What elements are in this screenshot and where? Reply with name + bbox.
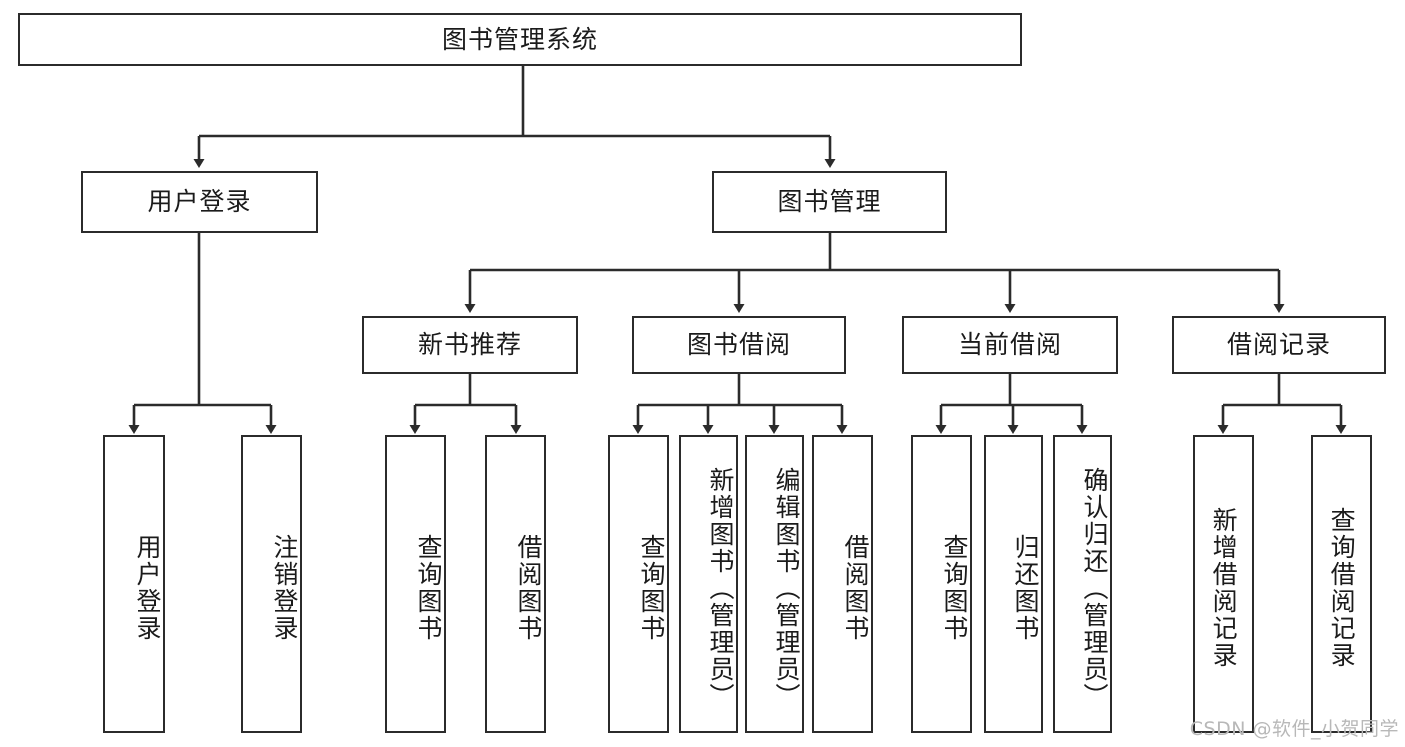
node-current-borrow[interactable]: 当前借阅	[902, 316, 1118, 374]
node-leaf-add-book-admin-label: 新增图书（管理员）	[706, 466, 735, 710]
node-leaf-edit-book-admin-label: 编辑图书（管理员）	[772, 466, 801, 710]
node-root-label: 图书管理系统	[441, 24, 598, 54]
node-book-management-label: 图书管理	[777, 187, 882, 216]
node-leaf-query-borrow-record-label: 查询借阅记录	[1327, 507, 1357, 669]
node-leaf-query-book-current-label: 查询图书	[940, 534, 969, 642]
node-current-borrow-label: 当前借阅	[957, 330, 1062, 359]
node-leaf-confirm-return-admin-label: 确认归还（管理员）	[1080, 466, 1109, 710]
node-leaf-add-borrow-record[interactable]: 新增借阅记录	[1193, 435, 1254, 733]
node-leaf-query-book-current[interactable]: 查询图书	[911, 435, 972, 733]
node-leaf-add-book-admin[interactable]: 新增图书（管理员）	[679, 435, 738, 733]
node-user-login-label: 用户登录	[147, 187, 252, 216]
node-leaf-query-book-recommend[interactable]: 查询图书	[385, 435, 446, 733]
node-user-login[interactable]: 用户登录	[81, 171, 318, 233]
node-new-book-recommend[interactable]: 新书推荐	[362, 316, 578, 374]
node-leaf-return-book[interactable]: 归还图书	[984, 435, 1043, 733]
node-leaf-borrow-book[interactable]: 借阅图书	[812, 435, 873, 733]
node-leaf-user-login-label: 用户登录	[133, 534, 162, 642]
node-leaf-confirm-return-admin[interactable]: 确认归还（管理员）	[1053, 435, 1112, 733]
node-leaf-add-borrow-record-label: 新增借阅记录	[1209, 507, 1239, 669]
node-new-book-recommend-label: 新书推荐	[417, 330, 522, 359]
node-root[interactable]: 图书管理系统	[18, 13, 1022, 66]
node-book-borrow-label: 图书借阅	[686, 330, 791, 359]
node-leaf-query-book-recommend-label: 查询图书	[414, 534, 443, 642]
node-borrow-records-label: 借阅记录	[1226, 330, 1331, 359]
node-leaf-return-book-label: 归还图书	[1011, 534, 1040, 642]
node-leaf-borrow-book-recommend[interactable]: 借阅图书	[485, 435, 546, 733]
node-leaf-borrow-book-label: 借阅图书	[841, 534, 870, 642]
node-leaf-query-book-borrow-label: 查询图书	[637, 534, 666, 642]
node-leaf-user-login[interactable]: 用户登录	[103, 435, 165, 733]
watermark-text: CSDN @软件_小贺同学	[1189, 718, 1399, 740]
node-book-management[interactable]: 图书管理	[712, 171, 947, 233]
node-leaf-logout[interactable]: 注销登录	[241, 435, 302, 733]
node-leaf-query-borrow-record[interactable]: 查询借阅记录	[1311, 435, 1372, 733]
node-leaf-borrow-book-recommend-label: 借阅图书	[514, 534, 543, 642]
node-borrow-records[interactable]: 借阅记录	[1172, 316, 1386, 374]
node-leaf-edit-book-admin[interactable]: 编辑图书（管理员）	[745, 435, 804, 733]
node-leaf-logout-label: 注销登录	[270, 534, 299, 642]
node-book-borrow[interactable]: 图书借阅	[632, 316, 846, 374]
node-leaf-query-book-borrow[interactable]: 查询图书	[608, 435, 669, 733]
